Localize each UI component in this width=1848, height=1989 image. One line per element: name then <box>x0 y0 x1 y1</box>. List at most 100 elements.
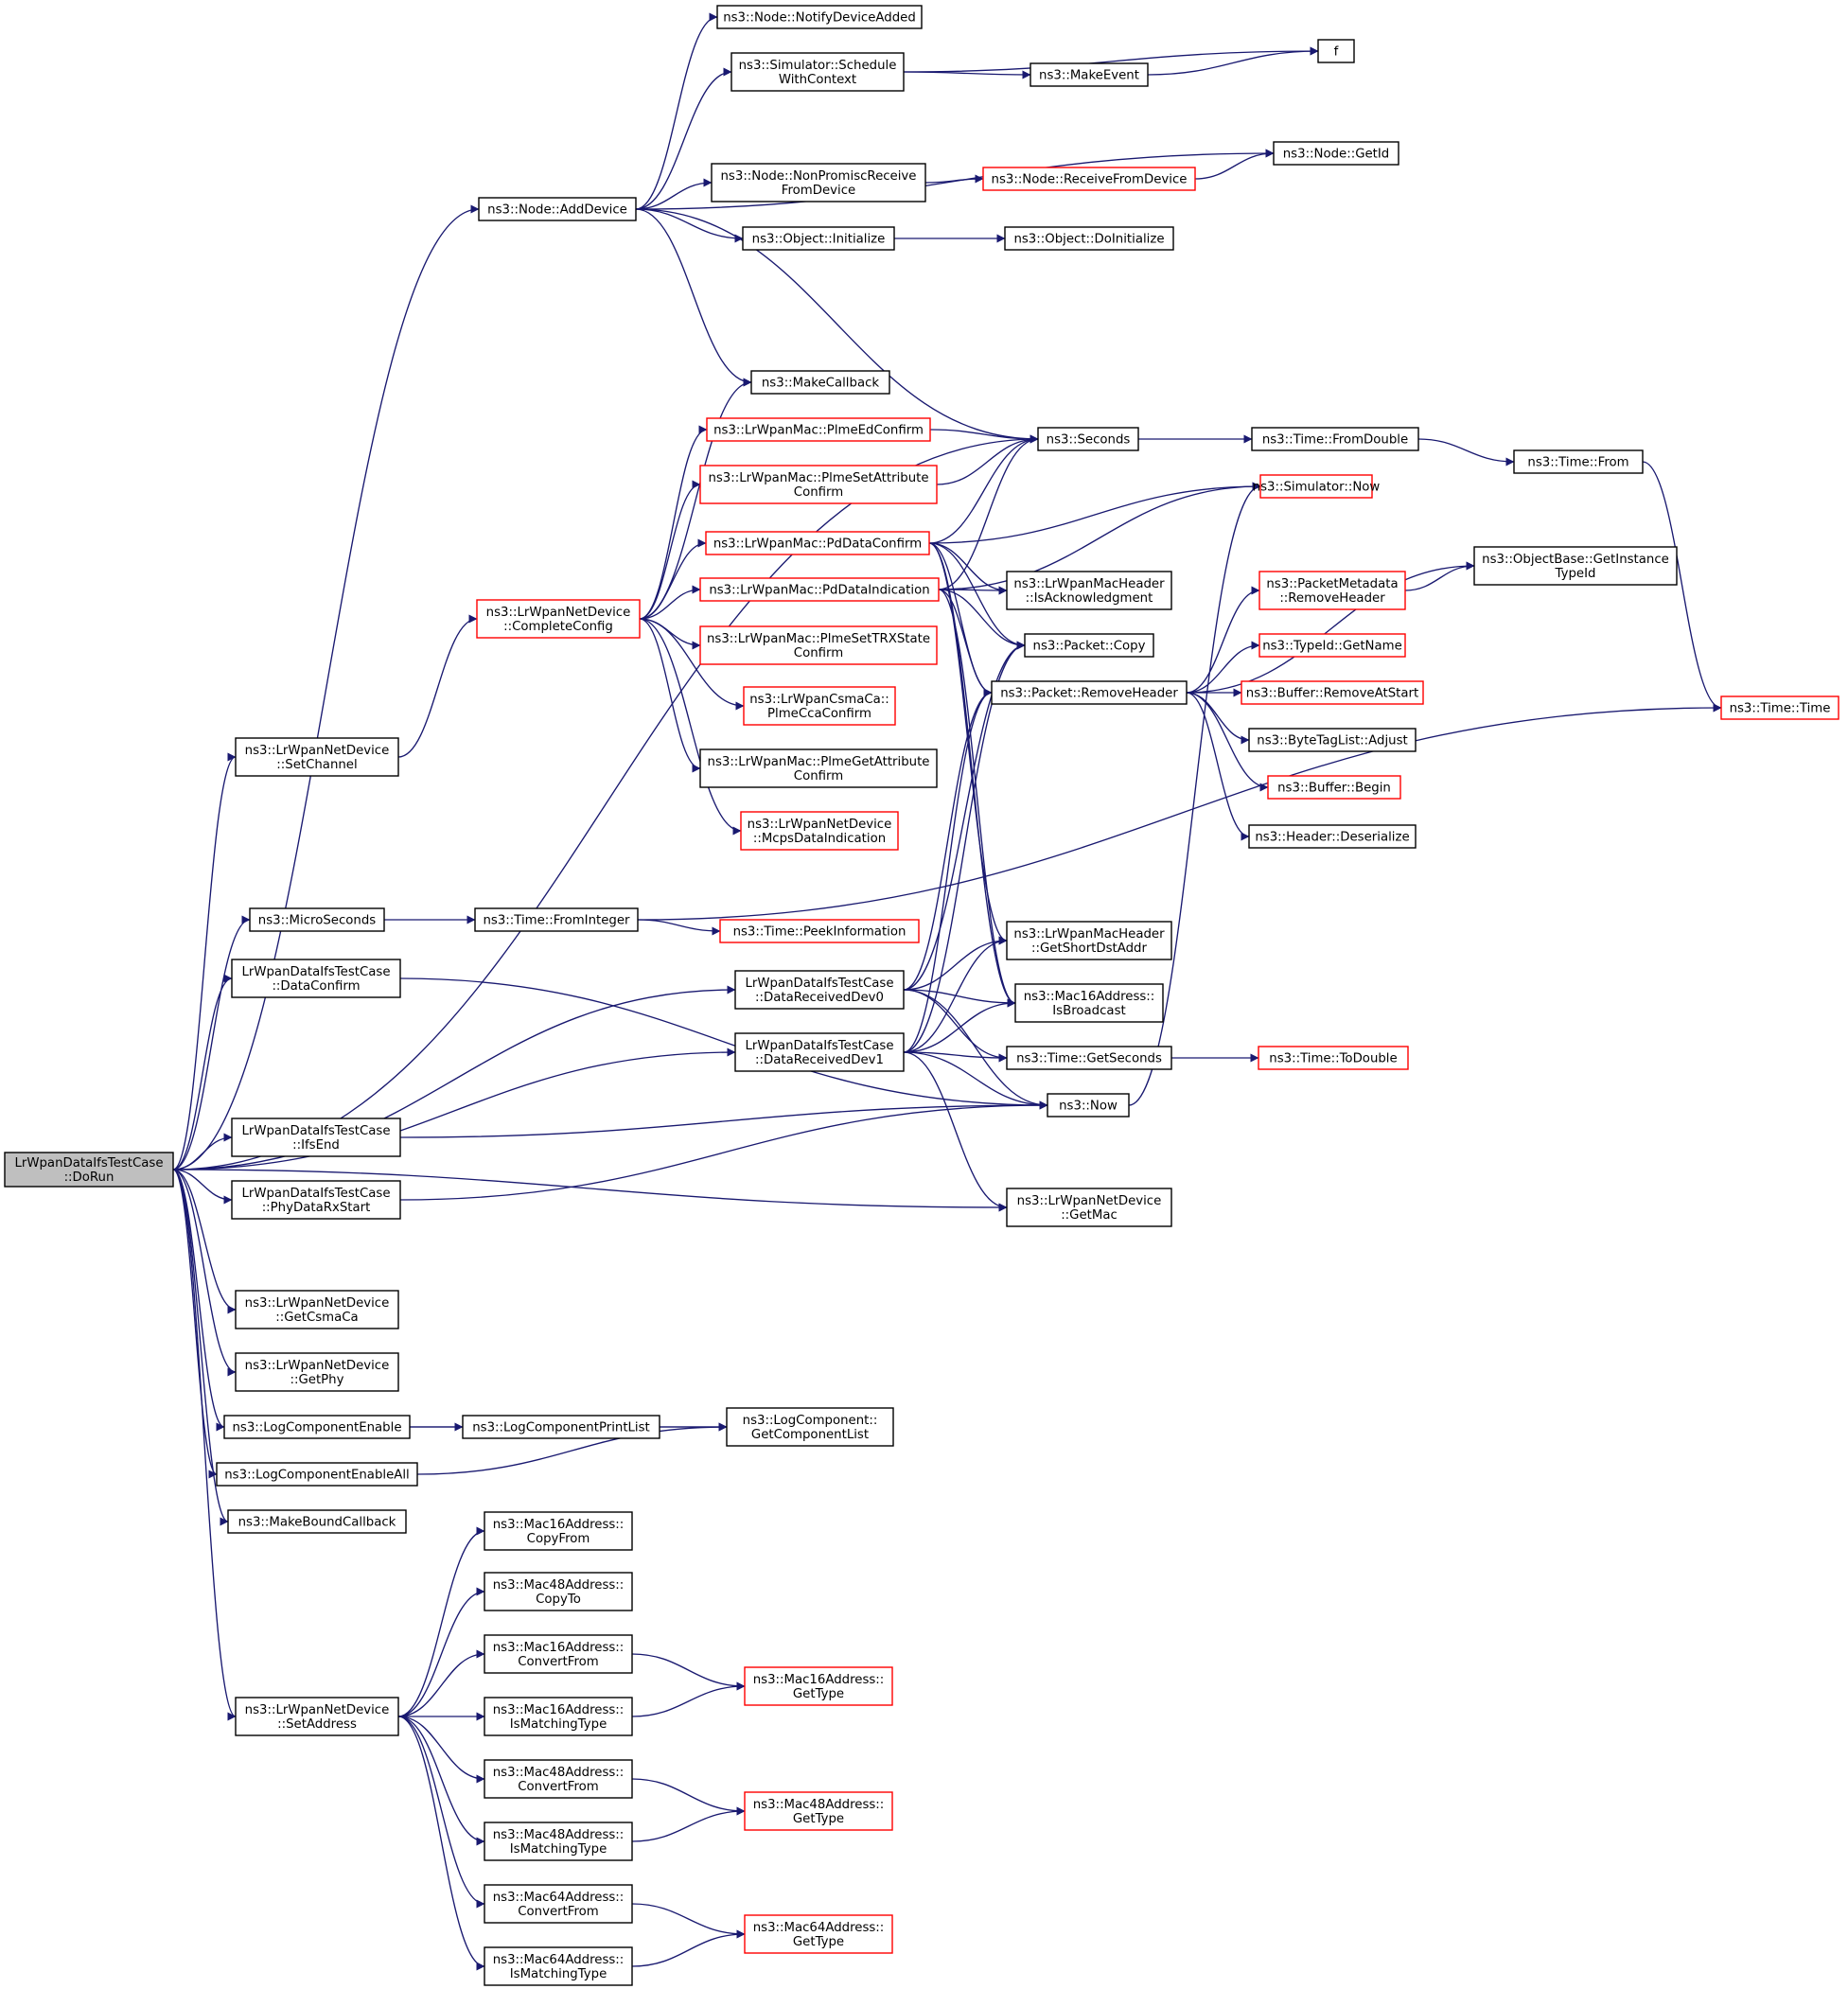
node-obj-do-initialize[interactable]: ns3::Object::DoInitialize <box>1004 226 1174 251</box>
node-set-address[interactable]: ns3::LrWpanNetDevice::SetAddress <box>235 1697 399 1736</box>
node-type-id-get-name[interactable]: ns3::TypeId::GetName <box>1258 633 1406 658</box>
node-peek-info[interactable]: ns3::Time::PeekInformation <box>719 919 920 943</box>
node-label-line: CopyTo <box>536 1593 581 1607</box>
node-data-confirm[interactable]: LrWpanDataIfsTestCase::DataConfirm <box>231 959 401 998</box>
node-obj-initialize[interactable]: ns3::Object::Initialize <box>742 226 895 251</box>
node-micro-seconds[interactable]: ns3::MicroSeconds <box>249 907 385 932</box>
edge-recv-dev1-to-get-mac <box>903 1051 1008 1212</box>
node-m48-get-type[interactable]: ns3::Mac48Address::GetType <box>744 1791 893 1831</box>
node-box <box>726 1407 894 1447</box>
node-m48-convert-from[interactable]: ns3::Mac48Address::ConvertFrom <box>484 1759 633 1799</box>
edge-recv-dev1-to-get-seconds-t <box>903 1051 1008 1063</box>
node-label-line: CopyFrom <box>527 1532 590 1546</box>
node-get-mac[interactable]: ns3::LrWpanNetDevice::GetMac <box>1006 1188 1172 1227</box>
node-pd-data-indication[interactable]: ns3::LrWpanMac::PdDataIndication <box>699 577 940 602</box>
node-label-line: ::GetMac <box>1061 1208 1118 1223</box>
node-hdr-deserialize[interactable]: ns3::Header::Deserialize <box>1248 824 1417 849</box>
node-time-from[interactable]: ns3::Time::From <box>1513 449 1644 474</box>
node-seconds[interactable]: ns3::Seconds <box>1037 427 1139 451</box>
node-label-line: ns3::MakeBoundCallback <box>238 1516 396 1530</box>
node-m64-get-type[interactable]: ns3::Mac64Address::GetType <box>744 1914 893 1954</box>
node-remove-header[interactable]: ns3::Packet::RemoveHeader <box>991 680 1188 705</box>
node-sim-now[interactable]: ns3::Simulator::Now <box>1253 474 1381 499</box>
node-from-double[interactable]: ns3::Time::FromDouble <box>1251 427 1419 451</box>
node-receive-from-device[interactable]: ns3::Node::ReceiveFromDevice <box>982 167 1196 191</box>
node-get-comp-list[interactable]: ns3::LogComponent::GetComponentList <box>726 1407 894 1447</box>
node-get-id[interactable]: ns3::Node::GetId <box>1273 141 1399 166</box>
node-m48-is-matching[interactable]: ns3::Mac48Address::IsMatchingType <box>484 1822 633 1861</box>
node-log-enable-all[interactable]: ns3::LogComponentEnableAll <box>216 1462 418 1487</box>
node-packet-copy[interactable]: ns3::Packet::Copy <box>1024 633 1154 658</box>
node-label-line: LrWpanDataIfsTestCase <box>241 1124 390 1138</box>
node-plme-cca[interactable]: ns3::LrWpanCsmaCa::PlmeCcaConfirm <box>743 686 896 726</box>
node-box <box>227 1509 407 1534</box>
node-make-callback[interactable]: ns3::MakeCallback <box>750 370 890 395</box>
node-make-event[interactable]: ns3::MakeEvent <box>1030 62 1149 87</box>
node-box <box>1006 1188 1172 1227</box>
node-label-line: ns3::LogComponentEnable <box>232 1421 401 1435</box>
node-pd-data-confirm[interactable]: ns3::LrWpanMac::PdDataConfirm <box>705 531 930 555</box>
node-m64-convert-from[interactable]: ns3::Mac64Address::ConvertFrom <box>484 1884 633 1924</box>
node-box <box>1248 824 1417 849</box>
node-is-ack[interactable]: ns3::LrWpanMacHeader::IsAcknowledgment <box>1006 571 1172 610</box>
edge-complete-config-to-plme-set-attr <box>639 480 701 620</box>
node-label-line: ns3::MicroSeconds <box>258 914 376 928</box>
edge-root-to-recv-dev0 <box>172 985 736 1171</box>
node-get-phy[interactable]: ns3::LrWpanNetDevice::GetPhy <box>235 1352 399 1392</box>
node-to-double[interactable]: ns3::Time::ToDouble <box>1258 1046 1409 1070</box>
edge-complete-config-to-plme-set-trx <box>639 618 701 650</box>
node-label-line: ::GetPhy <box>290 1373 344 1387</box>
node-ifs-end[interactable]: LrWpanDataIfsTestCase::IfsEnd <box>231 1118 401 1157</box>
node-m16-is-matching[interactable]: ns3::Mac16Address::IsMatchingType <box>484 1697 633 1736</box>
node-m16-get-type[interactable]: ns3::Mac16Address::GetType <box>744 1666 893 1706</box>
node-label-line: ns3::Object::DoInitialize <box>1013 233 1164 247</box>
node-recv-dev1[interactable]: LrWpanDataIfsTestCase::DataReceivedDev1 <box>734 1032 905 1072</box>
node-set-channel[interactable]: ns3::LrWpanNetDevice::SetChannel <box>235 737 399 777</box>
node-is-broadcast[interactable]: ns3::Mac16Address::IsBroadcast <box>1014 983 1164 1023</box>
node-m16-copy-from[interactable]: ns3::Mac16Address::CopyFrom <box>484 1511 633 1551</box>
node-box <box>1258 1046 1409 1070</box>
node-mcps-data-ind[interactable]: ns3::LrWpanNetDevice::McpsDataIndication <box>740 811 899 851</box>
node-pm-remove-header[interactable]: ns3::PacketMetadata::RemoveHeader <box>1258 571 1406 610</box>
edge-root-to-set-address <box>172 1169 237 1721</box>
node-log-enable[interactable]: ns3::LogComponentEnable <box>223 1415 411 1439</box>
node-m64-is-matching[interactable]: ns3::Mac64Address::IsMatchingType <box>484 1946 633 1986</box>
node-make-bound[interactable]: ns3::MakeBoundCallback <box>227 1509 407 1534</box>
node-buffer-begin[interactable]: ns3::Buffer::Begin <box>1267 775 1401 800</box>
node-m48-copy-to[interactable]: ns3::Mac48Address::CopyTo <box>484 1572 633 1611</box>
node-from-integer[interactable]: ns3::Time::FromInteger <box>474 907 639 932</box>
edge-root-to-phy-rx-start <box>172 1169 233 1205</box>
node-get-short-dst[interactable]: ns3::LrWpanMacHeader::GetShortDstAddr <box>1006 921 1172 960</box>
node-label-line: f <box>1334 45 1339 60</box>
node-get-csma-ca[interactable]: ns3::LrWpanNetDevice::GetCsmaCa <box>235 1290 399 1329</box>
node-f[interactable]: f <box>1317 39 1355 63</box>
node-time-time[interactable]: ns3::Time::Time <box>1720 695 1839 720</box>
node-label-line: ns3::Mac64Address:: <box>493 1953 625 1967</box>
node-add-device[interactable]: ns3::Node::AddDevice <box>478 197 637 221</box>
node-get-seconds-t[interactable]: ns3::Time::GetSeconds <box>1006 1046 1172 1070</box>
node-m16-convert-from[interactable]: ns3::Mac16Address::ConvertFrom <box>484 1634 633 1674</box>
node-remove-at-start[interactable]: ns3::Buffer::RemoveAtStart <box>1241 680 1424 705</box>
node-plme-ed-confirm[interactable]: ns3::LrWpanMac::PlmeEdConfirm <box>706 417 931 442</box>
edge-pd-data-indication-to-is-broadcast <box>938 589 1016 1008</box>
node-label-line: ns3::Object::Initialize <box>752 233 886 247</box>
node-label-line: ns3::Time::FromInteger <box>483 914 630 928</box>
node-box <box>1241 680 1424 705</box>
node-now[interactable]: ns3::Now <box>1047 1093 1130 1118</box>
node-box <box>1004 226 1174 251</box>
node-label-line: ns3::Buffer::Begin <box>1277 782 1391 796</box>
edge-m16-is-matching-to-m16-get-type <box>631 1681 746 1717</box>
node-log-print-list[interactable]: ns3::LogComponentPrintList <box>462 1415 660 1439</box>
node-btl-adjust[interactable]: ns3::ByteTagList::Adjust <box>1248 728 1417 752</box>
node-notify-device-added[interactable]: ns3::Node::NotifyDeviceAdded <box>716 5 923 29</box>
node-phy-rx-start[interactable]: LrWpanDataIfsTestCase::PhyDataRxStart <box>231 1180 401 1220</box>
node-recv-dev0[interactable]: LrWpanDataIfsTestCase::DataReceivedDev0 <box>734 970 905 1010</box>
node-complete-config[interactable]: ns3::LrWpanNetDevice::CompleteConfig <box>476 599 641 639</box>
edge-remove-header-to-type-id-get-name <box>1186 641 1260 694</box>
